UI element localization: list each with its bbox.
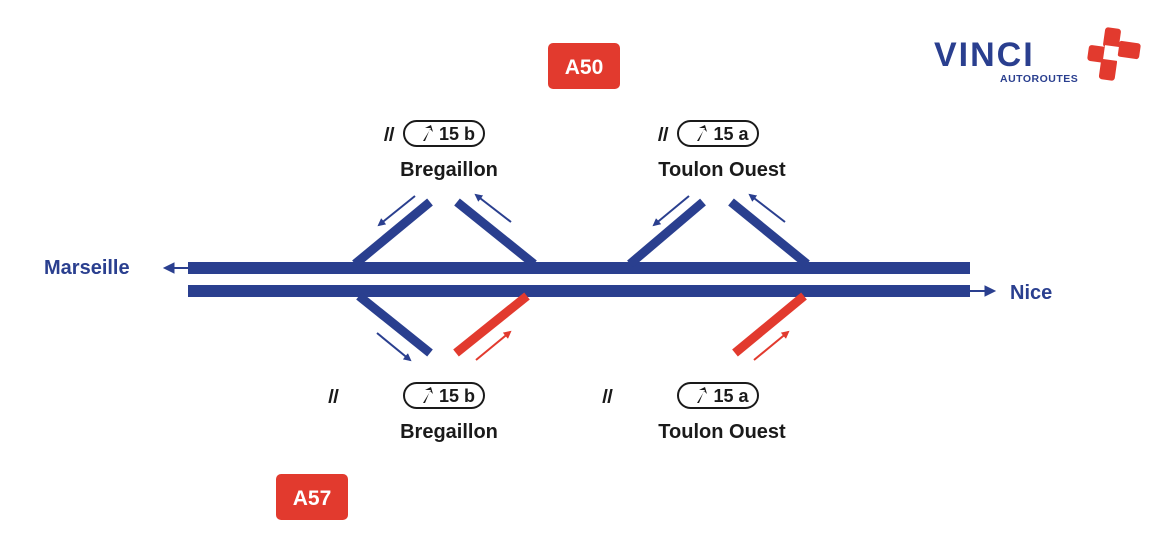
exit-name-north-west: Bregaillon [400, 159, 498, 181]
flow-arrow-icon [753, 330, 790, 361]
ramp-south-west-entry [453, 292, 530, 357]
svg-text:15 a: 15 a [713, 124, 749, 144]
highway-badge-a50: A50 [548, 43, 620, 89]
svg-text:A50: A50 [565, 56, 604, 79]
exit-sign-south-west: 15 b [328, 382, 485, 409]
ramp-north-east-exit [627, 198, 706, 268]
svg-text:15 b: 15 b [439, 124, 475, 144]
ramp-north-west-exit [352, 198, 433, 268]
exit-ramp-icon [328, 387, 433, 403]
flow-arrow-icon [376, 332, 412, 362]
exit-name-south-west: Bregaillon [400, 421, 498, 443]
svg-text:15 a: 15 a [713, 386, 749, 406]
flow-arrow-icon [652, 195, 690, 227]
vinci-logo-icon: VINCI AUTOROUTES [934, 27, 1141, 85]
exit-ramp-icon [658, 125, 707, 141]
exit-name-north-east: Toulon Ouest [658, 159, 786, 181]
ramp-north-east-entry [728, 198, 810, 268]
direction-label-marseille: Marseille [44, 257, 130, 279]
exit-ramp-icon [384, 125, 433, 141]
svg-text:A57: A57 [293, 487, 332, 510]
flow-arrow-icon [474, 193, 512, 223]
ramp-south-west-exit [356, 292, 433, 357]
road-westbound [188, 262, 970, 274]
svg-text:VINCI: VINCI [934, 36, 1035, 74]
exit-ramp-icon [602, 387, 707, 403]
arrow-east-icon [970, 285, 997, 297]
exit-sign-north-east: 15 a [658, 120, 759, 147]
ramp-south-east-entry [732, 292, 807, 357]
flow-arrow-icon [748, 193, 786, 223]
direction-label-nice: Nice [1010, 282, 1052, 304]
exit-name-south-east: Toulon Ouest [658, 421, 786, 443]
arrow-west-icon [162, 262, 188, 274]
road-eastbound [188, 285, 970, 297]
flow-arrow-icon [475, 330, 512, 361]
ramp-north-west-entry [454, 198, 537, 268]
flow-arrow-icon [377, 195, 416, 227]
exit-sign-north-west: 15 b [384, 120, 485, 147]
exit-sign-south-east: 15 a [602, 382, 759, 409]
svg-text:15 b: 15 b [439, 386, 475, 406]
highway-badge-a57: A57 [276, 474, 348, 520]
svg-text:AUTOROUTES: AUTOROUTES [1000, 73, 1078, 85]
